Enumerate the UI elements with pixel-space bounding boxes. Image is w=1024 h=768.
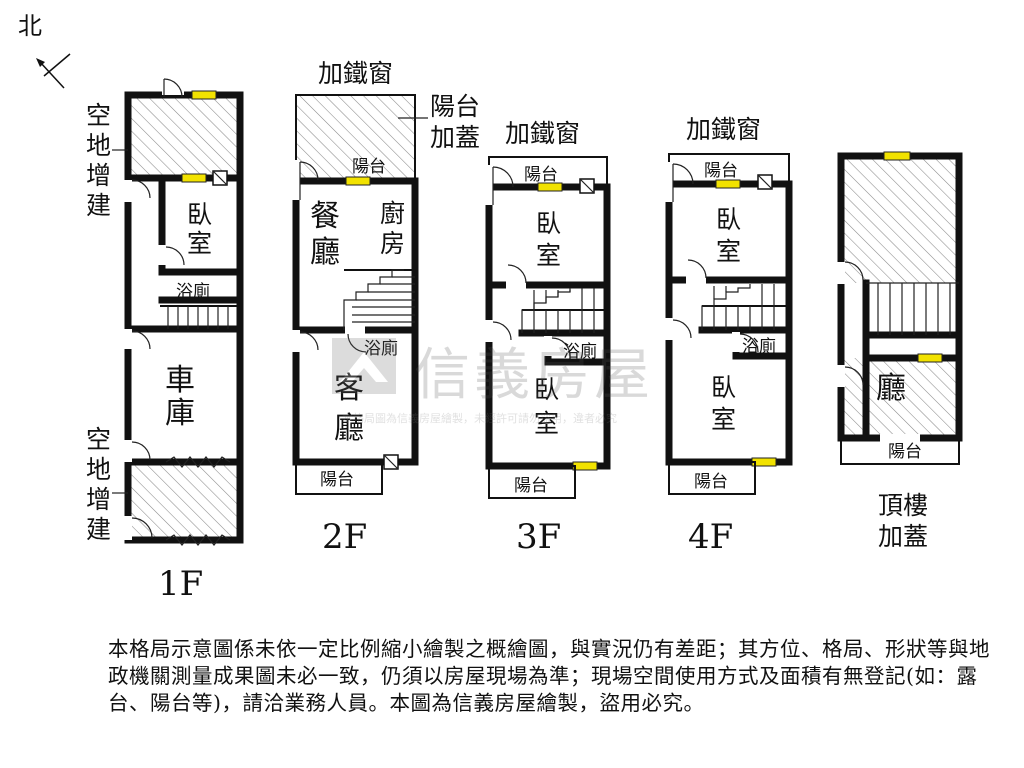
floor-3f: 陽台 臥 室 浴廁 臥 室 陽台 加鐵窗 3F xyxy=(485,119,611,557)
watermark-notice: 本格局圖為信義房屋繪製，未經許可請勿盜用，違者必究 xyxy=(342,412,617,425)
f2-balcony-top: 陽台 xyxy=(352,157,386,177)
f3-top-note: 加鐵窗 xyxy=(505,119,580,148)
watermark: 信義房屋 本格局圖為信義房屋繪製，未經許可請勿盜用，違者必究 xyxy=(332,336,702,425)
f4-bedroom-bottom-char2: 室 xyxy=(711,405,736,434)
watermark-brand: 信義房屋 xyxy=(414,343,654,408)
f2-dining-char1: 餐 xyxy=(310,199,340,234)
f3-bedroom-bottom-char2: 室 xyxy=(534,409,559,438)
f2-side-note-line1: 陽台 xyxy=(430,92,480,121)
f3-floor-label: 3F xyxy=(516,517,561,557)
north-arrow-icon xyxy=(36,53,71,89)
compass-label: 北 xyxy=(18,12,42,40)
f1-garage-char1: 車 xyxy=(165,363,195,398)
floor-2f: 陽台 餐 廳 廚 房 浴廁 客 廳 陽台 加鐵窗 陽台 加蓋 2F xyxy=(292,59,480,557)
svg-text:地: 地 xyxy=(86,131,111,160)
f2-kitchen-char1: 廚 xyxy=(380,199,405,228)
f2-top-note: 加鐵窗 xyxy=(318,59,393,88)
svg-text:建: 建 xyxy=(86,515,111,544)
f4-balcony-top: 陽台 xyxy=(704,161,738,181)
brand-logo-icon xyxy=(332,338,396,394)
f2-floor-label: 2F xyxy=(322,517,367,557)
f3-bath-label: 浴廁 xyxy=(563,341,597,362)
f2-kitchen-char2: 房 xyxy=(380,229,405,258)
f1-bedroom-char1: 臥 xyxy=(187,200,212,229)
f3-bedroom-top-char2: 室 xyxy=(536,241,561,270)
svg-text:空: 空 xyxy=(86,425,111,454)
f4-bath-label: 浴廁 xyxy=(742,336,776,357)
f4-bedroom-top-char2: 室 xyxy=(716,237,741,266)
f2-bath-label: 浴廁 xyxy=(364,338,398,359)
svg-text:增: 增 xyxy=(86,485,111,514)
f4-floor-label: 4F xyxy=(688,517,733,557)
f4-bedroom-top-char1: 臥 xyxy=(716,205,741,234)
f4-balcony-bottom: 陽台 xyxy=(694,472,728,492)
f3-balcony-top: 陽台 xyxy=(524,165,558,185)
f2-balcony-bottom: 陽台 xyxy=(320,470,354,490)
f2-living-char2: 廳 xyxy=(334,411,364,446)
disclaimer-text: 本格局示意圖係未依一定比例縮小繪製之概繪圖，與實況仍有差距；其方位、格局、形狀等… xyxy=(108,637,990,715)
svg-text:空: 空 xyxy=(86,101,111,130)
f4-bedroom-bottom-char1: 臥 xyxy=(711,373,736,402)
f3-bedroom-top-char1: 臥 xyxy=(536,209,561,238)
f1-bedroom-char2: 室 xyxy=(187,229,212,258)
f2-side-note-line2: 加蓋 xyxy=(430,123,480,152)
f2-dining-char2: 廳 xyxy=(310,235,340,270)
f3-bedroom-bottom-char1: 臥 xyxy=(534,375,559,404)
f2-living-char1: 客 xyxy=(334,371,364,406)
f1-garage-char2: 庫 xyxy=(165,396,195,431)
svg-text:建: 建 xyxy=(86,191,111,220)
roof-balcony-label: 陽台 xyxy=(888,442,922,462)
roof-label-line2: 加蓋 xyxy=(878,522,928,551)
f3-balcony-bottom: 陽台 xyxy=(514,476,548,496)
svg-text:增: 增 xyxy=(86,161,111,190)
floor-4f: 陽台 臥 室 浴廁 臥 室 陽台 加鐵窗 4F xyxy=(665,115,793,557)
floor-roof: 廳 陽台 頂樓 加蓋 xyxy=(837,151,963,551)
roof-label-line1: 頂樓 xyxy=(878,491,928,520)
f1-bath-label: 浴廁 xyxy=(176,281,210,302)
f1-floor-label: 1F xyxy=(158,564,203,604)
svg-text:地: 地 xyxy=(86,455,111,484)
roof-hall-label: 廳 xyxy=(876,371,906,406)
f4-top-note: 加鐵窗 xyxy=(686,115,761,144)
